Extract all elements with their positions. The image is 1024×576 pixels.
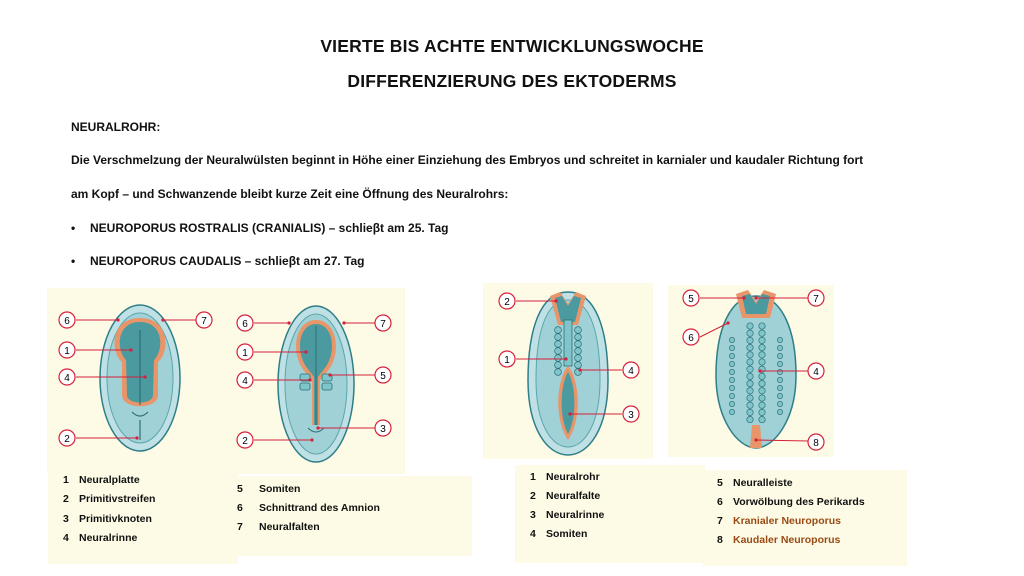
callout-label: 6 [64, 316, 70, 327]
somite-bead [747, 323, 753, 329]
callout-label: 1 [242, 348, 248, 359]
somite-bead [747, 373, 753, 379]
somite-bead [759, 323, 765, 329]
callout-label: 5 [688, 294, 694, 305]
callout-label: 5 [380, 371, 386, 382]
somite-bead [777, 385, 782, 390]
somite-bead [747, 380, 753, 386]
somite-bead [777, 393, 782, 398]
somite-bead [747, 402, 753, 408]
somite-bead [575, 334, 582, 341]
somite-bead [759, 416, 765, 422]
callout-label: 7 [813, 294, 819, 305]
somite-bead [555, 369, 562, 376]
somite-bead [729, 337, 734, 342]
somite-bead [729, 409, 734, 414]
somite-bead [759, 344, 765, 350]
callout-label: 4 [813, 367, 819, 378]
somite-bead [555, 334, 562, 341]
somite-bead [729, 353, 734, 358]
somite-bead [729, 345, 734, 350]
somite-bead [747, 359, 753, 365]
somite-bead [777, 361, 782, 366]
somite-bead [747, 330, 753, 336]
somite-bead [555, 362, 562, 369]
somite-bead [729, 401, 734, 406]
callout-label: 4 [64, 373, 70, 384]
somite-bead [747, 409, 753, 415]
somite-bead [729, 369, 734, 374]
somite-bead [747, 366, 753, 372]
somite-bead [747, 388, 753, 394]
somite-bead [759, 359, 765, 365]
callout-label: 4 [628, 366, 634, 377]
somite-bead [555, 341, 562, 348]
somite-bead [575, 327, 582, 334]
somite-bead [555, 355, 562, 362]
embryo-figure-1 [100, 305, 180, 451]
callout-label: 6 [242, 319, 248, 330]
somite-bead [575, 355, 582, 362]
somite-bead [747, 337, 753, 343]
somite-bead [759, 330, 765, 336]
somite-bead [759, 352, 765, 358]
embryo-figure-2 [278, 306, 354, 462]
somite-bead [729, 393, 734, 398]
somite-bead [759, 337, 765, 343]
somite-bead [777, 345, 782, 350]
somite-bead [575, 341, 582, 348]
somite-bead [555, 348, 562, 355]
callout-label: 7 [380, 319, 386, 330]
somite-bead [777, 353, 782, 358]
callout-label: 1 [504, 355, 510, 366]
somite-bead [747, 344, 753, 350]
somite-bead [747, 352, 753, 358]
callout-label: 6 [688, 333, 694, 344]
somite-bead [777, 337, 782, 342]
somite-bead [729, 377, 734, 382]
callout-label: 2 [64, 434, 70, 445]
somite-bead [777, 401, 782, 406]
embryo-figure-4 [716, 290, 796, 448]
callout-label: 7 [201, 316, 207, 327]
callout-label: 3 [380, 424, 386, 435]
somite-bead [759, 373, 765, 379]
somite-bead [759, 409, 765, 415]
callout-label: 2 [504, 297, 510, 308]
somite-bead [729, 385, 734, 390]
callout-label: 3 [628, 410, 634, 421]
somite-bead [777, 369, 782, 374]
somite-bead [729, 361, 734, 366]
callout-label: 8 [813, 438, 819, 449]
somite-bead [747, 395, 753, 401]
callout-label: 4 [242, 376, 248, 387]
somite-bead [759, 402, 765, 408]
somite-bead [777, 409, 782, 414]
somite-bead [575, 348, 582, 355]
somite-bead [555, 327, 562, 334]
embryo-figure-3 [528, 292, 608, 455]
somite-bead [747, 416, 753, 422]
somite-bead [575, 362, 582, 369]
callout-label: 2 [242, 436, 248, 447]
somite-bead [759, 388, 765, 394]
somite-bead [759, 380, 765, 386]
somite-bead [777, 377, 782, 382]
somite-bead [759, 395, 765, 401]
callout-label: 1 [64, 346, 70, 357]
